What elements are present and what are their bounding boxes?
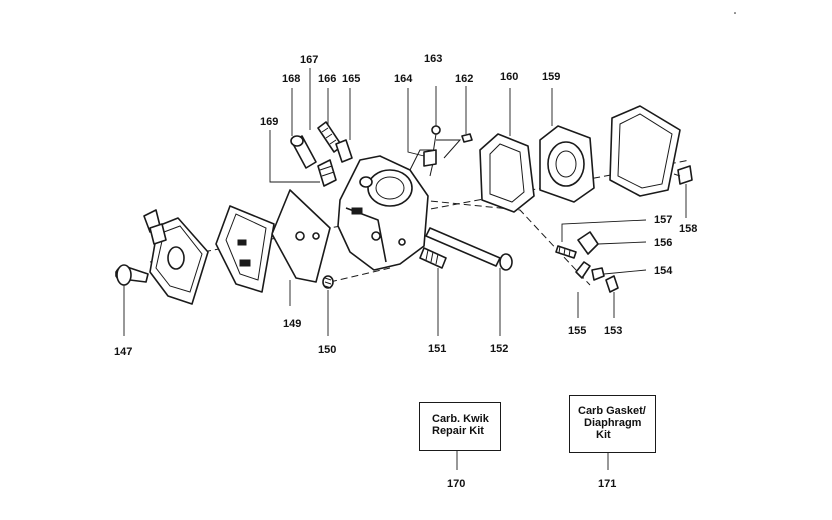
callout-164: 164 bbox=[394, 73, 413, 85]
part-152-throttle-shaft bbox=[425, 227, 513, 336]
part-159-cover bbox=[609, 105, 681, 197]
repair-kit-line1: Carb. Kwik bbox=[432, 413, 489, 425]
part-carburetor-body bbox=[337, 149, 437, 271]
part-147-inlet-fitting bbox=[115, 264, 149, 336]
callout-154: 154 bbox=[654, 265, 673, 277]
callout-162: 162 bbox=[455, 73, 473, 85]
part-gasket bbox=[479, 88, 535, 213]
callout-152: 152 bbox=[490, 343, 508, 355]
callout-163: 163 bbox=[424, 53, 442, 65]
kit-leader-lines bbox=[456, 451, 609, 470]
repair-kit-box: Carb. Kwik Repair Kit bbox=[419, 402, 501, 451]
callout-168: 168 bbox=[282, 73, 300, 85]
callout-170: 170 bbox=[447, 478, 465, 490]
callout-153: 153 bbox=[604, 325, 622, 337]
part-150-spring bbox=[322, 275, 334, 336]
stray-mark bbox=[734, 12, 736, 14]
callout-157: 157 bbox=[654, 214, 672, 226]
gasket-kit-box: Carb Gasket/ Diaphragm Kit bbox=[569, 395, 656, 453]
part-158-screw bbox=[673, 165, 693, 218]
callout-159: 159 bbox=[542, 71, 560, 83]
part-cover-plate bbox=[143, 209, 209, 305]
callout-171: 171 bbox=[598, 478, 616, 490]
gasket-kit-line2: Diaphragm bbox=[584, 417, 642, 429]
repair-kit-line2: Repair Kit bbox=[432, 425, 484, 437]
part-165-168-screws bbox=[269, 68, 353, 187]
callout-169: 169 bbox=[260, 116, 278, 128]
callout-labels: 147 149 150 151 152 153 154 155 156 157 … bbox=[114, 53, 697, 490]
part-153-157-choke-group bbox=[555, 219, 647, 318]
callout-165: 165 bbox=[342, 73, 360, 85]
callout-167: 167 bbox=[300, 54, 318, 66]
callout-151: 151 bbox=[428, 343, 446, 355]
callout-149: 149 bbox=[283, 318, 301, 330]
part-151-adjust-screw bbox=[419, 247, 447, 336]
callout-160: 160 bbox=[500, 71, 518, 83]
part-149-pump-diaphragm bbox=[215, 205, 275, 293]
callout-150: 150 bbox=[318, 344, 336, 356]
part-160-diaphragm bbox=[539, 88, 595, 203]
part-162-164-inlet-needle bbox=[407, 86, 473, 167]
callout-147: 147 bbox=[114, 346, 132, 358]
gasket-kit-line1: Carb Gasket/ bbox=[578, 405, 646, 417]
callout-166: 166 bbox=[318, 73, 336, 85]
gasket-kit-line3: Kit bbox=[596, 429, 611, 441]
callout-156: 156 bbox=[654, 237, 672, 249]
callout-155: 155 bbox=[568, 325, 586, 337]
callout-158: 158 bbox=[679, 223, 697, 235]
part-metering-plate bbox=[271, 189, 331, 306]
